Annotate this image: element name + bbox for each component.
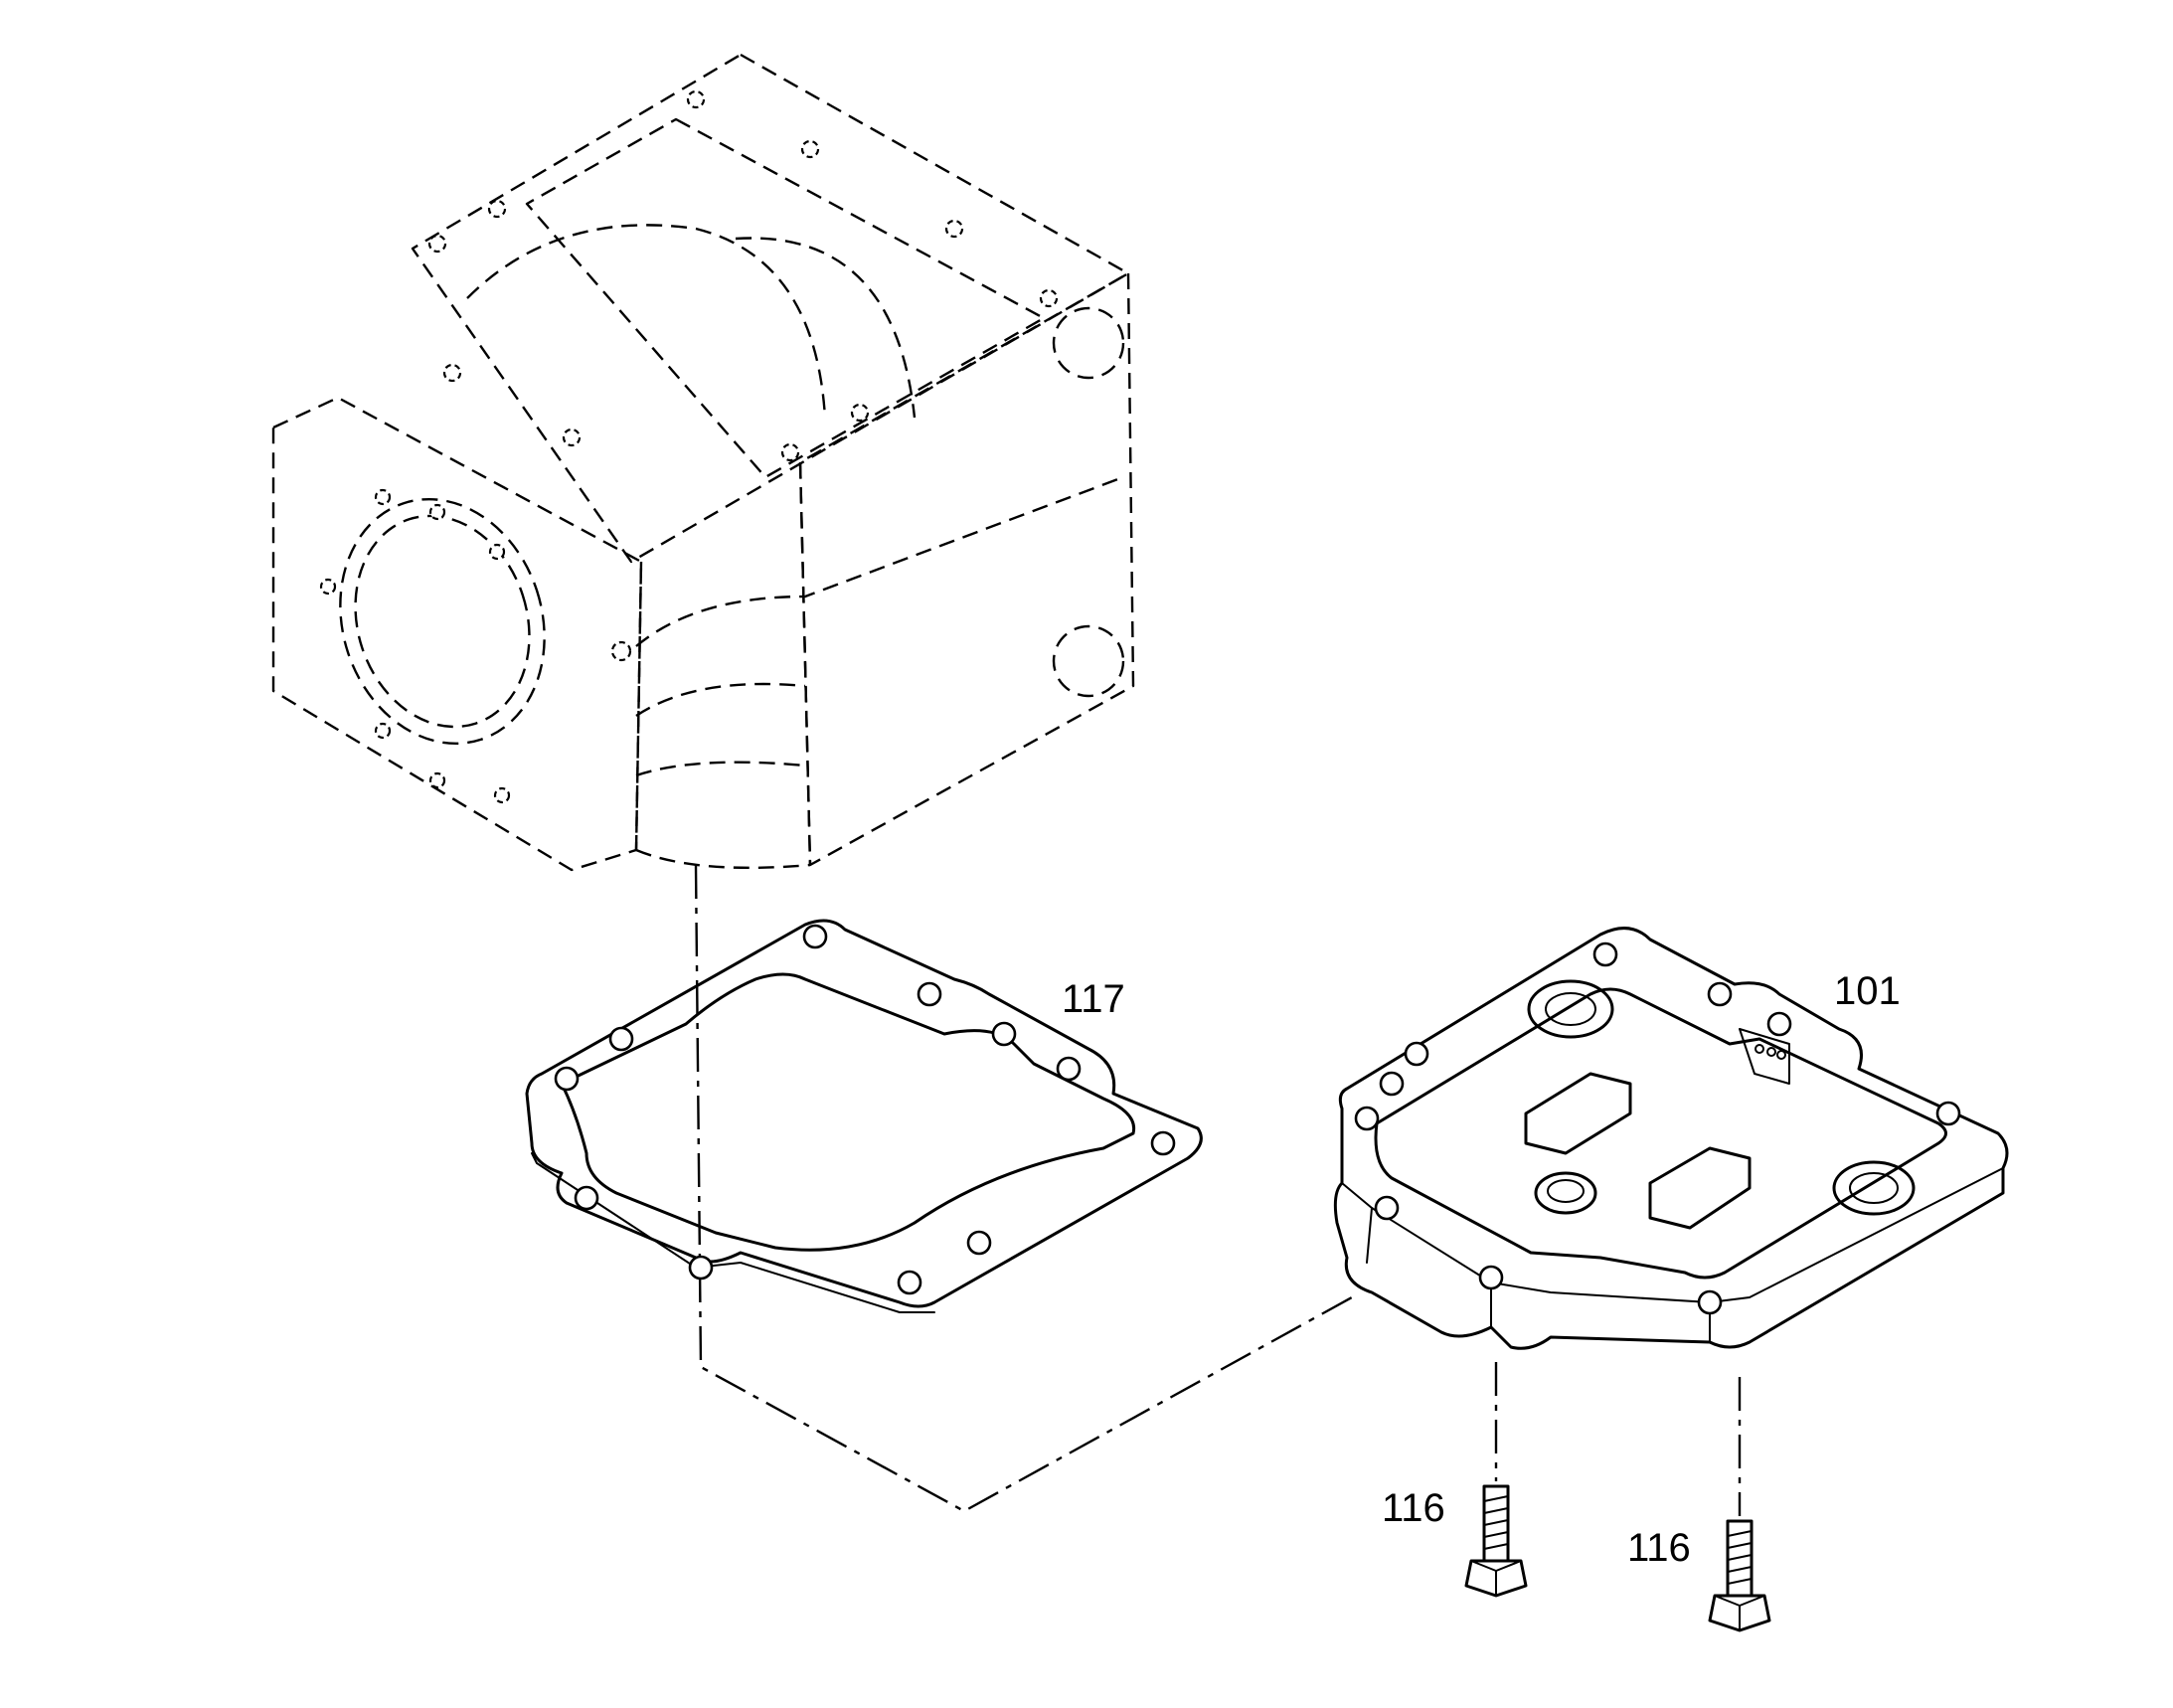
- housing-front-bore-inner: [354, 514, 531, 729]
- callout-cover: 101: [1834, 969, 1901, 1013]
- housing-top-face: [411, 53, 1130, 564]
- housing-front-face: [271, 396, 643, 872]
- housing-cavity-curve: [466, 224, 827, 419]
- housing-contour-3: [635, 761, 806, 777]
- callout-bolt-left: 116: [1382, 1486, 1445, 1530]
- alignment-lines: [694, 864, 1742, 1516]
- cover-port-boss-left: [1527, 979, 1614, 1039]
- cover-plate: [1333, 927, 2009, 1350]
- gasket-thickness-edge: [531, 1152, 935, 1313]
- cover-port-thread-left: [1545, 992, 1596, 1026]
- cover-outline: [1333, 927, 2009, 1350]
- bolt-left-threads: [1483, 1495, 1509, 1550]
- housing-cavity-curve-2: [735, 237, 917, 419]
- bolt-left-head: [1464, 1559, 1528, 1598]
- gasket: [525, 919, 1203, 1313]
- housing-contour-1: [635, 475, 1124, 647]
- housing-contour-2: [635, 682, 806, 717]
- housing-top-opening: [525, 117, 1046, 479]
- housing-port-upper: [1052, 306, 1125, 380]
- transmission-housing: [271, 53, 1135, 872]
- cover-port-boss-right: [1832, 1160, 1916, 1216]
- bolt-right-threads: [1727, 1530, 1753, 1585]
- cover-pad-left: [1524, 1072, 1632, 1155]
- housing-front-bore: [339, 497, 546, 746]
- bolt-right: [1708, 1519, 1771, 1632]
- housing-port-lower: [1052, 624, 1125, 698]
- housing-corner-edge: [798, 461, 812, 866]
- cover-vertical-edges: [1366, 1207, 1711, 1343]
- cover-port-thread-right: [1849, 1172, 1899, 1204]
- gasket-inner-opening: [560, 972, 1136, 1252]
- callout-bolt-right: 116: [1627, 1526, 1691, 1570]
- cover-flange-edge: [1341, 1167, 2004, 1303]
- bolt-left: [1464, 1484, 1528, 1598]
- cover-center-boss: [1534, 1171, 1597, 1215]
- housing-bottom-edge: [635, 848, 811, 870]
- cover-small-block: [1739, 1028, 1790, 1085]
- callout-gasket: 117: [1062, 977, 1125, 1021]
- gasket-outline: [525, 919, 1203, 1308]
- cover-inner-recess: [1374, 987, 1947, 1280]
- cover-pad-right: [1648, 1146, 1752, 1230]
- assembly-path-line: [694, 864, 1353, 1513]
- bolt-right-head: [1708, 1594, 1771, 1632]
